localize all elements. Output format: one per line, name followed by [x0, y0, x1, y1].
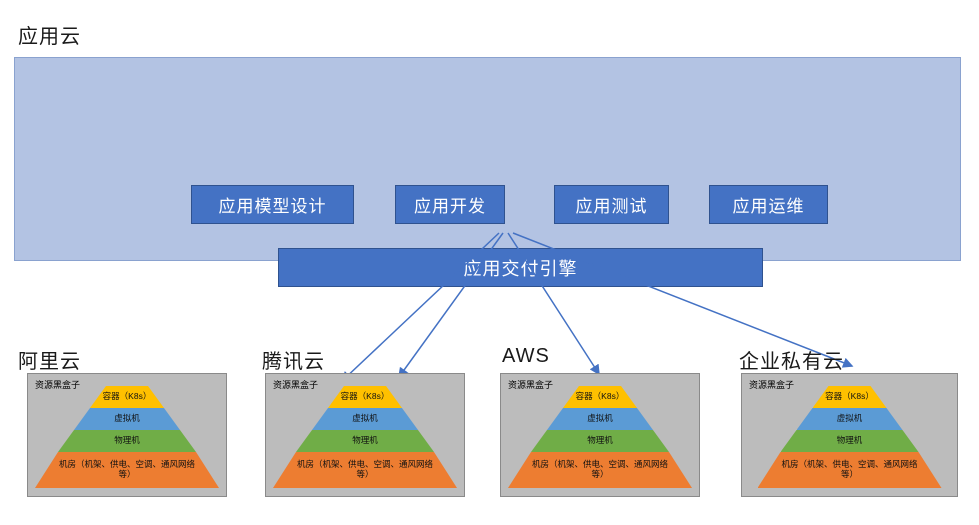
- resource-pyramid: 容器（K8s） 虚拟机 物理机 机房（机架、供电、空调、通风网络等）: [501, 386, 699, 488]
- resource-box-tencent: 资源黑盒子 容器（K8s） 虚拟机 物理机 机房（机架、供电、空调、通风网络等）: [265, 373, 465, 497]
- module-box-app-development: 应用开发: [395, 185, 505, 224]
- pyramid-layer-vm: 虚拟机: [74, 408, 180, 430]
- layer-label: 容器（K8s）: [825, 391, 874, 402]
- pyramid-layer-container: 容器（K8s）: [90, 386, 164, 408]
- pyramid-layer-container: 容器（K8s）: [328, 386, 402, 408]
- delivery-engine-box: 应用交付引擎: [278, 248, 763, 287]
- resource-box-label: 资源黑盒子: [749, 380, 795, 390]
- page-title: 应用云: [18, 26, 81, 48]
- layer-label: 容器（K8s）: [340, 391, 390, 402]
- pyramid-layer-container: 容器（K8s）: [812, 386, 887, 408]
- resource-box-aliyun: 资源黑盒子 容器（K8s） 虚拟机 物理机 机房（机架、供电、空调、通风网络等）: [27, 373, 227, 497]
- layer-label: 机房（机架、供电、空调、通风网络等）: [296, 459, 433, 479]
- pyramid-layer-datacenter: 机房（机架、供电、空调、通风网络等）: [35, 452, 219, 488]
- layer-label: 容器（K8s）: [102, 391, 152, 402]
- pyramid-layer-datacenter: 机房（机架、供电、空调、通风网络等）: [757, 452, 942, 488]
- resource-box-label: 资源黑盒子: [273, 380, 319, 390]
- resource-box-label: 资源黑盒子: [35, 380, 81, 390]
- resource-box-label: 资源黑盒子: [508, 380, 554, 390]
- pyramid-layer-physical: 物理机: [296, 430, 434, 452]
- cloud-name-tencent: 腾讯云: [262, 351, 325, 373]
- pyramid-layer-vm: 虚拟机: [796, 408, 903, 430]
- pyramid-layer-physical: 物理机: [780, 430, 919, 452]
- layer-label: 机房（机架、供电、空调、通风网络等）: [781, 459, 918, 479]
- layer-label: 容器（K8s）: [575, 391, 625, 402]
- pyramid-layer-vm: 虚拟机: [547, 408, 653, 430]
- layer-label: 物理机: [587, 435, 613, 446]
- layer-label: 物理机: [114, 435, 140, 446]
- module-box-app-operations: 应用运维: [709, 185, 828, 224]
- app-cloud-panel: 应用模型设计 应用开发 应用测试 应用运维 应用交付引擎: [14, 57, 961, 287]
- pyramid-layer-container: 容器（K8s）: [563, 386, 637, 408]
- module-label: 应用模型设计: [218, 197, 327, 216]
- layer-label: 虚拟机: [836, 413, 863, 424]
- layer-label: 机房（机架、供电、空调、通风网络等）: [531, 459, 668, 479]
- layer-label: 虚拟机: [114, 413, 140, 424]
- layer-label: 虚拟机: [587, 413, 613, 424]
- resource-pyramid: 容器（K8s） 虚拟机 物理机 机房（机架、供电、空调、通风网络等）: [742, 386, 957, 488]
- cloud-name-aliyun: 阿里云: [18, 351, 81, 373]
- layer-label: 物理机: [352, 435, 378, 446]
- module-label: 应用运维: [732, 197, 805, 216]
- module-label: 应用开发: [414, 197, 486, 216]
- layer-label: 虚拟机: [352, 413, 378, 424]
- pyramid-layer-datacenter: 机房（机架、供电、空调、通风网络等）: [273, 452, 457, 488]
- resource-pyramid: 容器（K8s） 虚拟机 物理机 机房（机架、供电、空调、通风网络等）: [28, 386, 226, 488]
- resource-box-aws: 资源黑盒子 容器（K8s） 虚拟机 物理机 机房（机架、供电、空调、通风网络等）: [500, 373, 700, 497]
- cloud-name-aws: AWS: [502, 345, 550, 367]
- resource-box-private: 资源黑盒子 容器（K8s） 虚拟机 物理机 机房（机架、供电、空调、通风网络等）: [741, 373, 958, 497]
- cloud-name-private: 企业私有云: [739, 351, 844, 373]
- pyramid-layer-physical: 物理机: [531, 430, 669, 452]
- pyramid-layer-datacenter: 机房（机架、供电、空调、通风网络等）: [508, 452, 692, 488]
- pyramid-layer-vm: 虚拟机: [312, 408, 418, 430]
- module-box-app-testing: 应用测试: [554, 185, 669, 224]
- module-box-app-model-design: 应用模型设计: [191, 185, 354, 224]
- layer-label: 机房（机架、供电、空调、通风网络等）: [58, 459, 195, 479]
- resource-pyramid: 容器（K8s） 虚拟机 物理机 机房（机架、供电、空调、通风网络等）: [266, 386, 464, 488]
- layer-label: 物理机: [836, 435, 863, 446]
- module-label: 应用测试: [575, 197, 648, 216]
- pyramid-layer-physical: 物理机: [58, 430, 196, 452]
- delivery-engine-label: 应用交付引擎: [463, 258, 578, 279]
